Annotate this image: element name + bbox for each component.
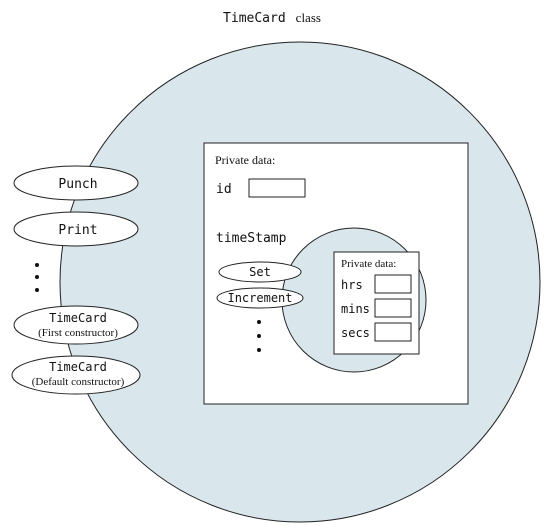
method-punch-label: Punch <box>58 177 97 192</box>
method-print-label: Print <box>58 223 97 238</box>
default-constructor-note: (Default constructor) <box>32 376 125 388</box>
title-class-name: TimeCard <box>223 11 286 26</box>
method-set: Set <box>218 261 302 283</box>
timestamp-label: timeStamp <box>216 231 287 246</box>
timestamp-private-heading: Private data: <box>341 258 396 270</box>
method-increment: Increment <box>216 287 304 309</box>
hrs-field <box>374 274 412 294</box>
id-label: id <box>216 182 232 197</box>
mins-label: mins <box>341 302 370 316</box>
ellipsis-dots-left <box>35 263 39 292</box>
method-increment-label: Increment <box>227 291 292 305</box>
method-first-constructor: TimeCard (First constructor) <box>13 305 139 345</box>
secs-label: secs <box>341 326 370 340</box>
private-data-heading: Private data: <box>215 153 275 167</box>
mins-field <box>374 298 412 318</box>
first-constructor-name: TimeCard <box>49 311 107 325</box>
secs-field <box>374 322 412 342</box>
method-default-constructor: TimeCard (Default constructor) <box>11 355 141 395</box>
id-field <box>248 178 306 198</box>
method-punch: Punch <box>13 165 139 201</box>
method-set-label: Set <box>249 265 271 279</box>
ellipsis-dots-inner <box>257 320 261 352</box>
hrs-label: hrs <box>341 278 363 292</box>
first-constructor-note: (First constructor) <box>38 327 118 339</box>
default-constructor-name: TimeCard <box>49 360 107 374</box>
method-print: Print <box>13 211 139 247</box>
diagram-title: TimeCard class <box>223 9 321 26</box>
title-suffix: class <box>296 10 321 25</box>
